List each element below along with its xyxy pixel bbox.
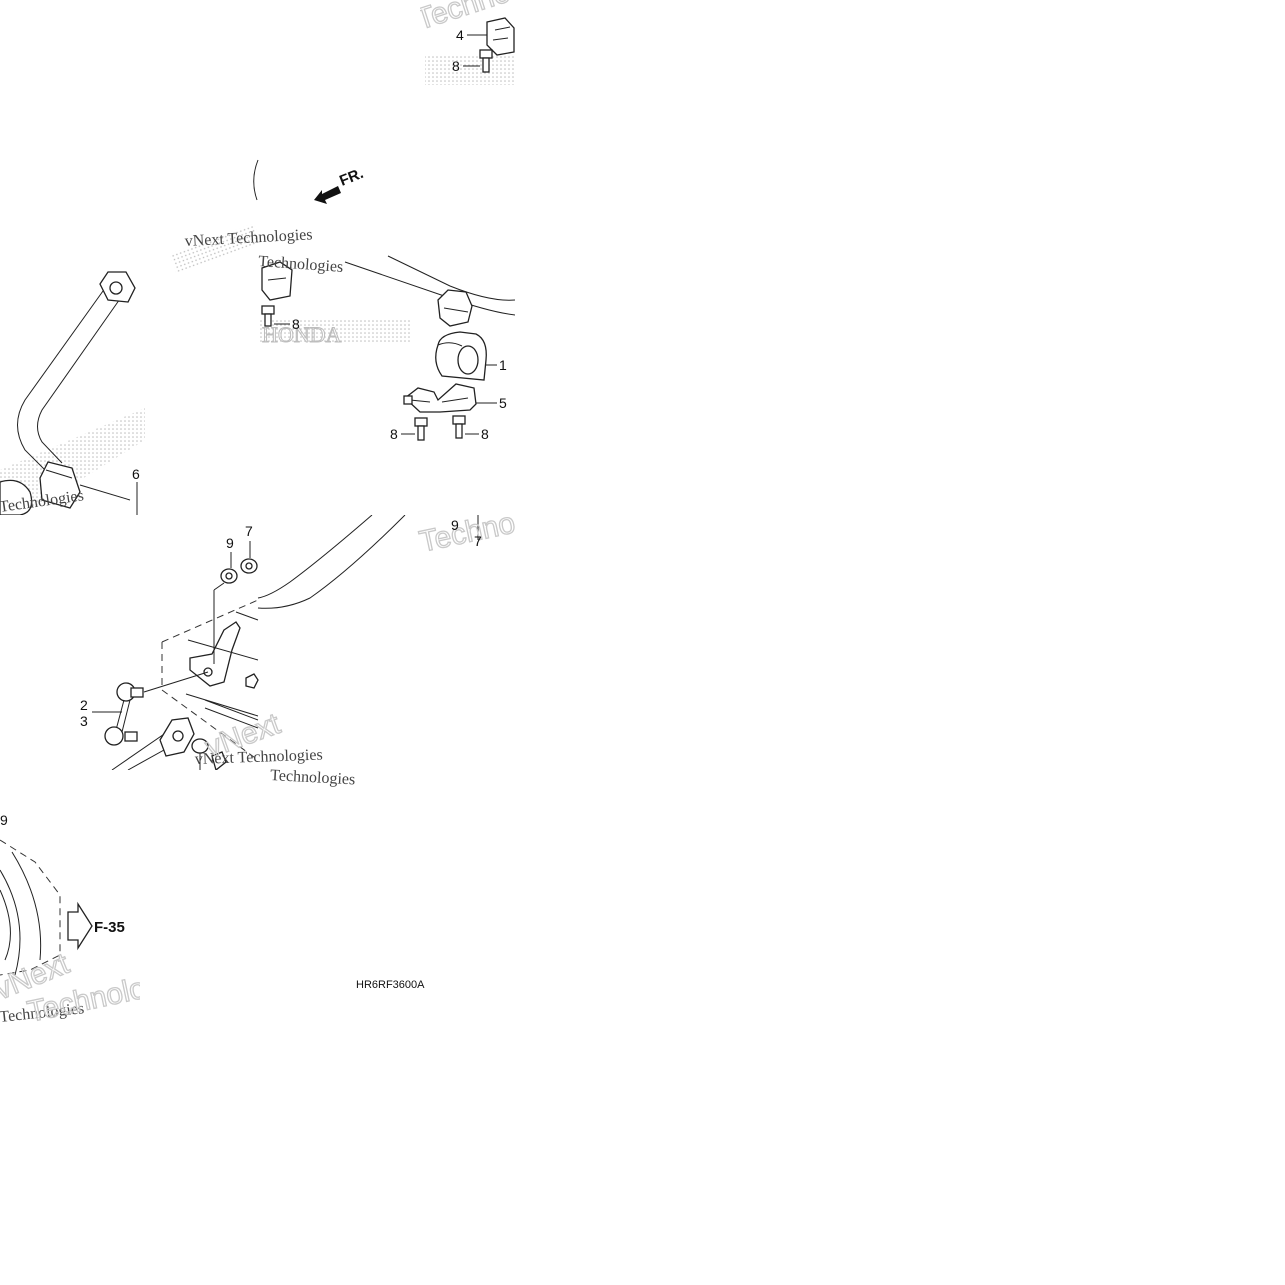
lower-fragment: Techno vNext Technologies vNext — [104, 506, 518, 770]
watermark-dot-band — [169, 223, 261, 273]
stabilizer-link-2 — [104, 671, 209, 746]
watermark-dot-band — [425, 55, 515, 85]
watermark-text: HONDA — [262, 322, 342, 347]
callout-9: 9 — [451, 517, 459, 533]
front-direction-arrow — [314, 186, 341, 204]
stabilizer-bar-right — [344, 255, 515, 327]
leader-line — [213, 582, 225, 591]
outline-arc — [253, 159, 259, 201]
bushing-1 — [435, 331, 487, 381]
stabilizer-bar-lower — [257, 515, 406, 609]
nut-7 — [240, 558, 258, 574]
knuckle-outline — [161, 599, 259, 643]
callout-5: 5 — [499, 395, 507, 411]
drawing-code: HR6RF3600A — [356, 979, 425, 991]
middle-fragment: vNext Technologies Technologies HONDA Te… — [0, 159, 515, 515]
callout-9: 9 — [0, 812, 8, 828]
callout-7: 7 — [474, 533, 482, 549]
callout-8: 8 — [390, 426, 398, 442]
direction-label: FR. — [337, 165, 366, 190]
strut-bracket — [185, 611, 259, 729]
callout-8: 8 — [481, 426, 489, 442]
bushing-holder-5 — [403, 383, 477, 413]
callout-9: 9 — [226, 535, 234, 551]
bushing-holder-left — [261, 261, 293, 327]
outline-curve — [11, 851, 42, 961]
flange-bolt-8 — [452, 415, 466, 439]
washer-9 — [220, 568, 238, 584]
callout-8: 8 — [452, 58, 460, 74]
watermark-text: vNext Technologies — [195, 747, 323, 768]
bushing-holder-4 — [486, 17, 515, 56]
callout-6: 6 — [132, 466, 140, 482]
flange-nut — [191, 738, 227, 770]
flange-bolt-8-top — [479, 49, 493, 73]
stabilizer-bar-6 — [0, 271, 136, 515]
outline-curve — [0, 869, 21, 976]
watermark-text: vNext Technologies — [184, 226, 313, 250]
lower-arm — [111, 717, 195, 770]
watermark-text: Technologies — [270, 767, 356, 788]
watermark-dot-band — [260, 318, 410, 344]
outline-curve — [0, 889, 11, 961]
watermark-dot-band — [0, 408, 145, 515]
knuckle-outline — [0, 839, 61, 976]
callout-7: 7 — [245, 523, 253, 539]
reference-arrow — [67, 901, 93, 951]
watermark-text: Techno — [417, 506, 518, 558]
flange-bolt-8 — [414, 417, 428, 441]
callout-3: 3 — [80, 713, 88, 729]
reference-label[interactable]: F-35 — [94, 919, 125, 936]
knuckle-outline — [161, 642, 259, 761]
callout-4: 4 — [456, 27, 464, 43]
callout-1: 1 — [499, 357, 507, 373]
callout-2: 2 — [80, 697, 88, 713]
callout-8: 8 — [292, 316, 300, 332]
watermark-text: Technologies — [258, 253, 344, 276]
